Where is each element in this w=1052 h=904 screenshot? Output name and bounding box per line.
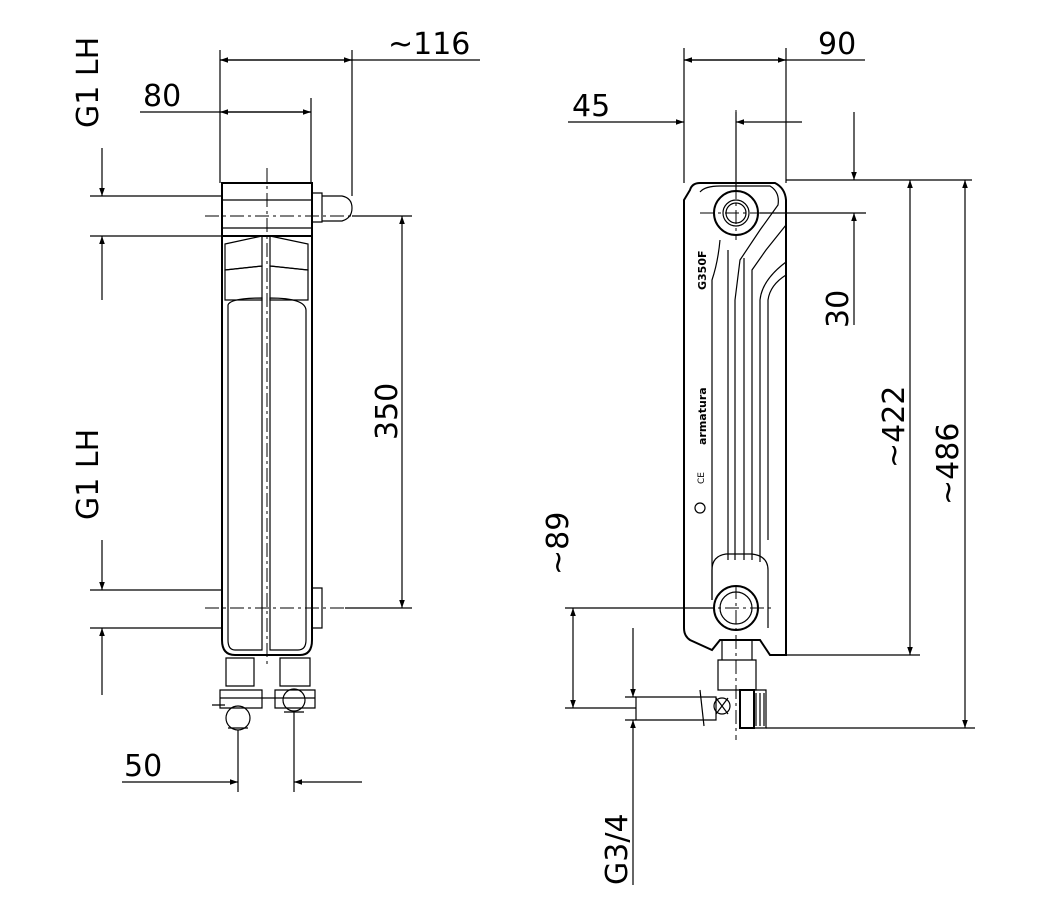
thread-g34-label: G3/4 <box>600 813 635 885</box>
radiator-side-body <box>212 182 353 731</box>
dim-89-label: ~89 <box>541 512 576 575</box>
dim-80-label: 80 <box>143 79 181 114</box>
ce-marking: CE <box>697 472 707 484</box>
dim-50-label: 50 <box>124 749 162 784</box>
dim-30-label: 30 <box>821 290 856 328</box>
brand-marking: armatura <box>696 387 709 445</box>
dim-350-label: 350 <box>370 383 405 440</box>
front-view: G350F armatura CE 90 45 30 ~422 ~486 ~89 <box>541 27 975 885</box>
model-marking: G350F <box>696 250 709 290</box>
dim-116-label: ~116 <box>388 27 470 62</box>
thread-top-label: G1 LH <box>71 37 106 128</box>
dim-486-label: ~486 <box>931 423 966 505</box>
radiator-front-body: G350F armatura CE <box>635 182 787 729</box>
dim-422-label: ~422 <box>877 386 912 468</box>
dim-45-label: 45 <box>572 89 610 124</box>
thread-bottom-label: G1 LH <box>71 429 106 520</box>
dim-90-label: 90 <box>818 27 856 62</box>
side-view: ~116 80 G1 LH G1 LH 350 50 <box>71 27 480 792</box>
